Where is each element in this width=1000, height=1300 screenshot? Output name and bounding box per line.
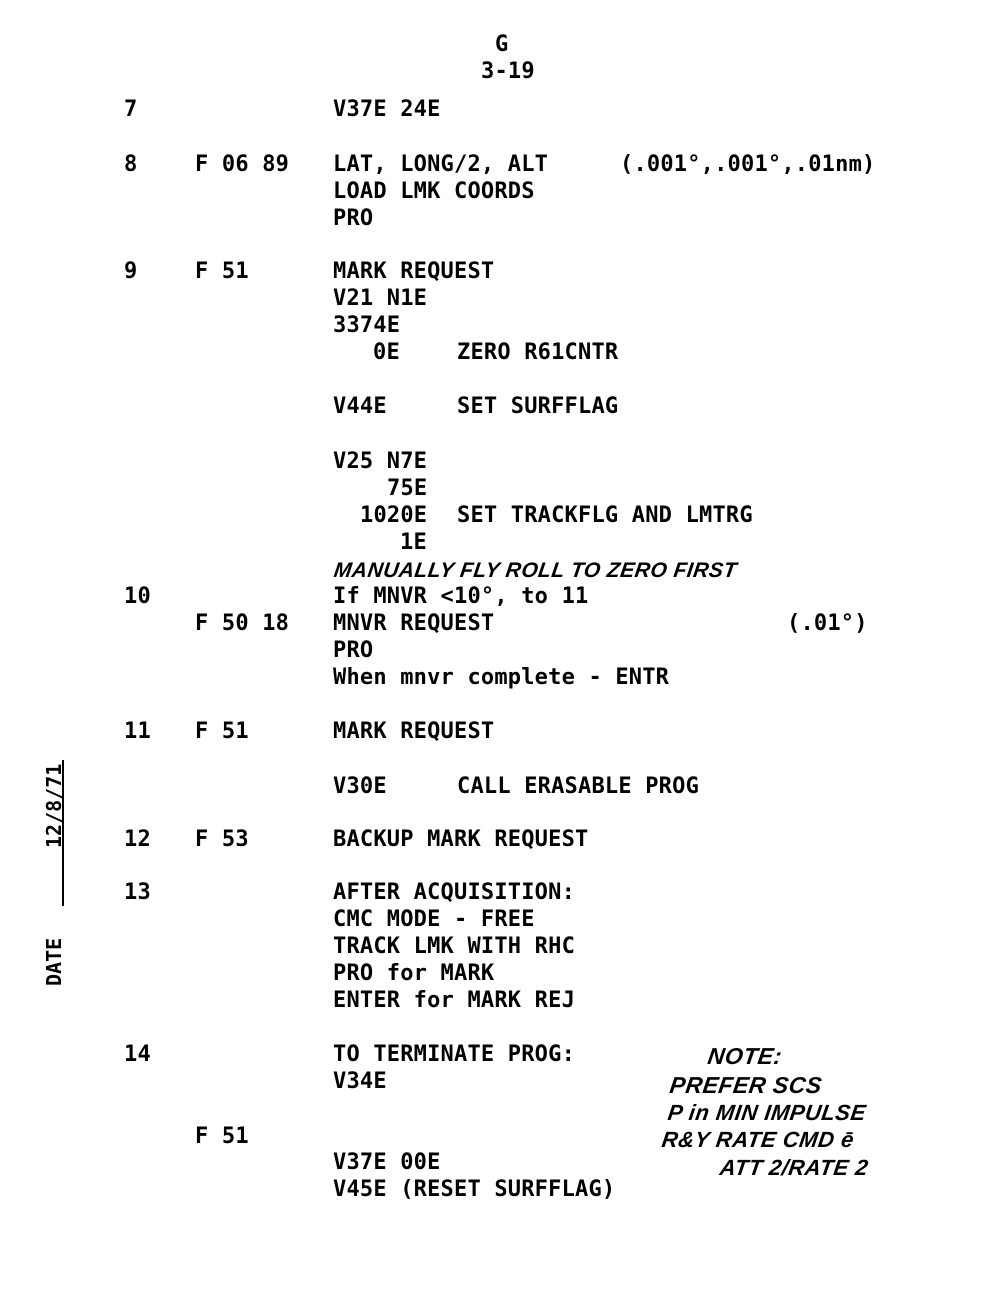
step-line: When mnvr complete - ENTR: [333, 665, 670, 690]
step-line: PRO: [333, 638, 374, 663]
step-line: ENTER for MARK REJ: [333, 988, 576, 1013]
step-number: 8: [124, 152, 138, 177]
note-line: NOTE:: [706, 1043, 784, 1069]
display-code: F 06 89: [195, 152, 290, 177]
units: (.001°,.001°,.01nm): [620, 152, 876, 177]
step-line: PRO: [333, 206, 374, 231]
step-number: 10: [124, 584, 151, 609]
step-comment: SET TRACKFLG AND LMTRG: [457, 503, 753, 528]
step-line: If MNVR <10°, to 11: [333, 584, 589, 609]
step-line: 75E: [387, 476, 428, 501]
step-line: V34E: [333, 1069, 387, 1094]
step-line: V37E 00E: [333, 1150, 441, 1175]
display-code: F 53: [195, 827, 249, 852]
date-label: DATE: [42, 937, 66, 986]
note-line: ATT 2/RATE 2: [718, 1155, 871, 1180]
step-line: V25 N7E: [333, 449, 428, 474]
step-line: 0E: [373, 340, 400, 365]
step-comment: SET SURFFLAG: [457, 394, 619, 419]
step-number: 11: [124, 719, 151, 744]
display-code: F 50 18: [195, 611, 290, 636]
display-code: F 51: [195, 719, 249, 744]
step-line: 1E: [400, 530, 427, 555]
step-number: 7: [124, 97, 138, 122]
display-code: F 51: [195, 259, 249, 284]
step-line: V44E: [333, 394, 387, 419]
step-line: BACKUP MARK REQUEST: [333, 827, 589, 852]
step-line: MARK REQUEST: [333, 259, 495, 284]
step-line: LAT, LONG/2, ALT: [333, 152, 549, 177]
step-comment: CALL ERASABLE PROG: [457, 774, 700, 799]
step-line: TRACK LMK WITH RHC: [333, 934, 576, 959]
date-underline: [62, 760, 64, 906]
step-line: MNVR REQUEST: [333, 611, 495, 636]
note-line: PREFER SCS: [668, 1072, 824, 1098]
section-letter: G: [495, 32, 509, 57]
step-comment: ZERO R61CNTR: [457, 340, 619, 365]
step-line: 3374E: [333, 313, 401, 338]
step-number: 12: [124, 827, 151, 852]
step-line: AFTER ACQUISITION:: [333, 880, 576, 905]
step-line: LOAD LMK COORDS: [333, 179, 535, 204]
step-line: V37E 24E: [333, 97, 441, 122]
step-line: TO TERMINATE PROG:: [333, 1042, 576, 1067]
step-line: PRO for MARK: [333, 961, 495, 986]
step-line: V21 N1E: [333, 286, 428, 311]
display-code: F 51: [195, 1124, 249, 1149]
note-line: P in MIN IMPULSE: [666, 1100, 868, 1125]
page-number: 3-19: [481, 59, 535, 84]
step-number: 13: [124, 880, 151, 905]
date-stamp: DATE 12/8/71: [30, 760, 70, 990]
step-line: MARK REQUEST: [333, 719, 495, 744]
step-line: V30E: [333, 774, 387, 799]
step-number: 14: [124, 1042, 151, 1067]
note-line: R&Y RATE CMD ē: [660, 1127, 856, 1152]
step-line: 1020E: [360, 503, 428, 528]
units: (.01°): [787, 611, 868, 636]
handwritten-annotation: MANUALLY FLY ROLL TO ZERO FIRST: [332, 559, 739, 582]
step-line: CMC MODE - FREE: [333, 907, 535, 932]
step-line: V45E (RESET SURFFLAG): [333, 1177, 616, 1202]
step-number: 9: [124, 259, 138, 284]
